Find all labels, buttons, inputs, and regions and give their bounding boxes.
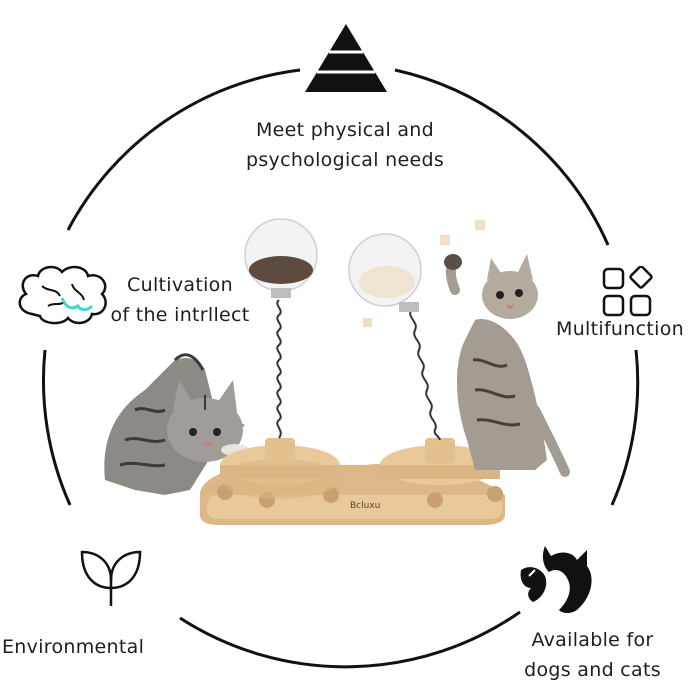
sprout-leaf-icon	[80, 550, 142, 606]
brand-text: Bcluxu	[350, 501, 380, 511]
feature-top-text: Meet physical and psychological needs	[215, 115, 475, 175]
cat-dog-silhouette-icon	[520, 546, 592, 613]
feature-bottom-right-line1: Available for	[531, 629, 654, 651]
feature-bottom-left-line1: Environmental	[2, 636, 145, 658]
feature-bottom-right-text: Available for dogs and cats	[505, 625, 680, 685]
feature-top-line1: Meet physical and	[255, 119, 435, 141]
multifunction-grid-icon	[602, 266, 653, 317]
feature-right-line1: Multifunction	[556, 318, 684, 340]
feature-bottom-right-line2: dogs and cats	[524, 659, 661, 681]
feature-left-line2: of the intrllect	[110, 304, 250, 326]
left-cat-illustration	[104, 353, 249, 495]
left-treat-tower	[220, 218, 340, 499]
pyramid-icon	[305, 24, 387, 92]
feature-left-line1: Cultivation	[127, 274, 233, 296]
brain-icon	[18, 265, 107, 325]
right-cat-illustration	[444, 254, 570, 477]
feature-top-line2: psychological needs	[245, 149, 445, 171]
right-treat-tower	[348, 220, 500, 485]
feature-left-text: Cultivation of the intrllect	[100, 270, 260, 330]
cat-treat-toy-photo: Bcluxu	[104, 218, 570, 525]
